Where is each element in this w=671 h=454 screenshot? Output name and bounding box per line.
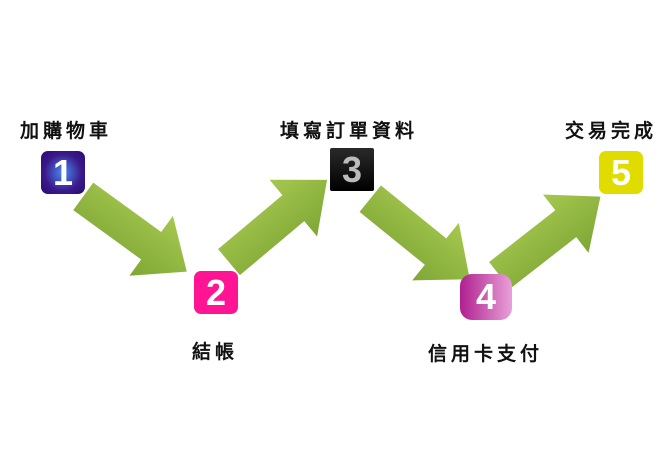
- step1-badge: 1: [41, 151, 85, 194]
- step2-label: 結帳: [192, 341, 239, 363]
- step2-badge: 2: [194, 271, 238, 314]
- step5-label: 交易完成: [565, 120, 658, 142]
- step4-badge: 4: [460, 274, 512, 320]
- step1-label: 加購物車: [20, 120, 113, 142]
- arrow-step4-to-5: [489, 194, 601, 289]
- step5-badge: 5: [599, 151, 643, 194]
- arrow-step2-to-3: [218, 179, 328, 276]
- step4-label: 信用卡支付: [428, 343, 544, 365]
- step3-label: 填寫訂單資料: [280, 120, 419, 142]
- arrow-step3-to-4: [359, 185, 470, 281]
- arrow-step1-to-2: [73, 182, 187, 276]
- step3-badge: 3: [330, 148, 374, 191]
